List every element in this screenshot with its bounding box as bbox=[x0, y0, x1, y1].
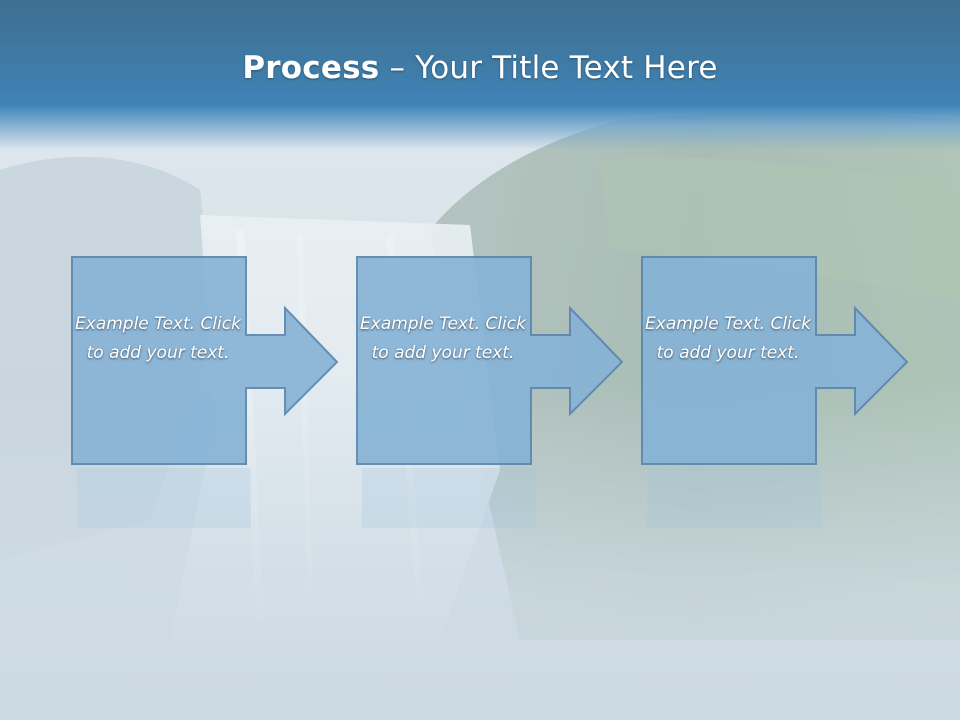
step-3-reflection bbox=[647, 468, 821, 528]
title-band bbox=[0, 0, 960, 150]
title-rest: – Your Title Text Here bbox=[379, 50, 718, 86]
step-2-text[interactable]: Example Text. Click to add your text. bbox=[360, 314, 526, 363]
step-1-reflection bbox=[77, 468, 251, 528]
title-bold: Process bbox=[242, 50, 380, 86]
process-step-3[interactable]: Example Text. Click to add your text. bbox=[641, 256, 921, 476]
step-3-text[interactable]: Example Text. Click to add your text. bbox=[645, 314, 811, 363]
step-arrow-shape bbox=[356, 256, 624, 465]
step-arrow-shape bbox=[641, 256, 909, 465]
process-step-1[interactable]: Example Text. Click to add your text. bbox=[71, 256, 351, 476]
slide-title[interactable]: Process – Your Title Text Here bbox=[0, 50, 960, 86]
step-1-text[interactable]: Example Text. Click to add your text. bbox=[75, 314, 241, 363]
step-2-reflection bbox=[362, 468, 536, 528]
step-arrow-shape bbox=[71, 256, 339, 465]
process-step-2[interactable]: Example Text. Click to add your text. bbox=[356, 256, 636, 476]
